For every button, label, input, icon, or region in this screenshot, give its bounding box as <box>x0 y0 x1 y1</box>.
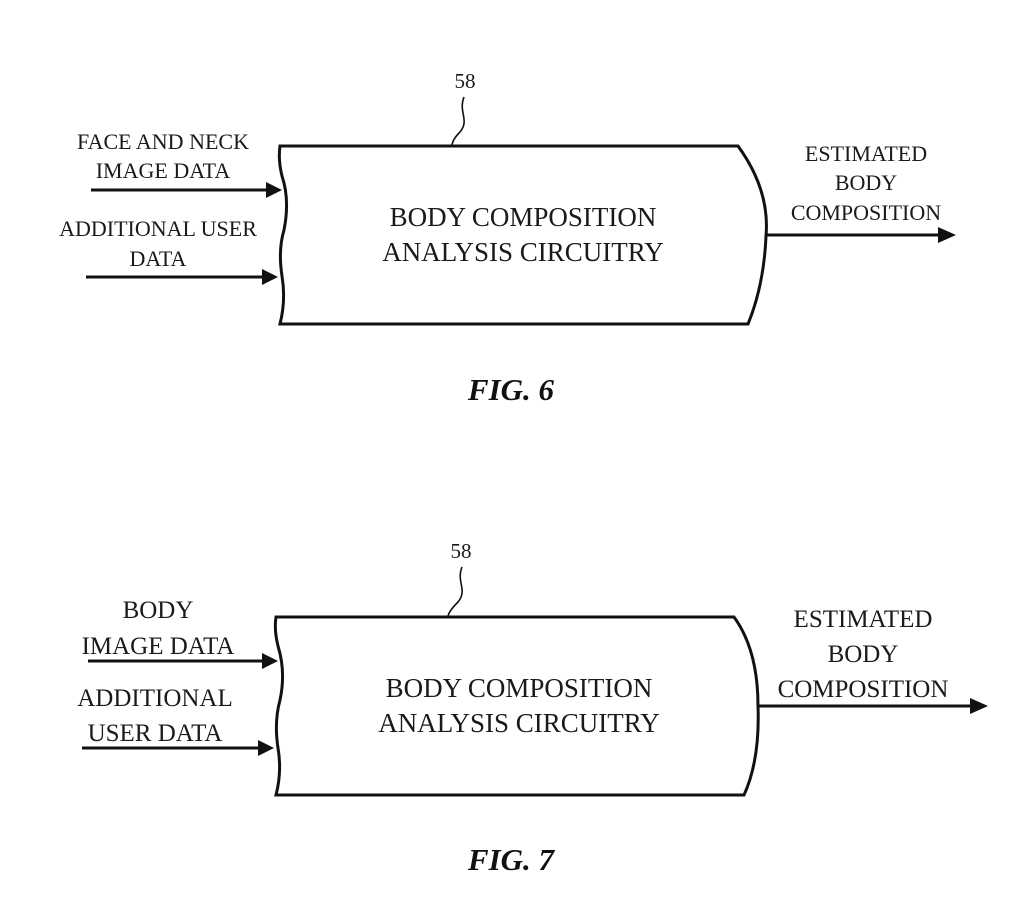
output-label-line-3: COMPOSITION <box>791 200 941 225</box>
output-label-line-1: ESTIMATED <box>794 606 933 633</box>
body-composition-analysis-block <box>273 615 760 797</box>
figure-7: 58 BODY COMPOSITION ANALYSIS CIRCUITRY B… <box>77 539 988 877</box>
input-label-body-image-line-2: IMAGE DATA <box>82 633 235 660</box>
input-label-face-neck-line-2: IMAGE DATA <box>96 158 231 183</box>
arrowhead-icon <box>266 182 282 198</box>
reference-leader-line <box>451 96 465 147</box>
reference-numeral-58: 58 <box>455 69 476 93</box>
arrowhead-icon <box>938 227 956 243</box>
block-label-line-2: ANALYSIS CIRCUITRY <box>378 708 660 738</box>
input-label-additional-user-line-2: DATA <box>130 246 187 271</box>
figure-6: 58 BODY COMPOSITION ANALYSIS CIRCUITRY F… <box>59 69 956 407</box>
arrowhead-icon <box>970 698 988 714</box>
output-label-line-1: ESTIMATED <box>805 141 927 166</box>
arrowhead-icon <box>258 740 274 756</box>
arrowhead-icon <box>262 653 278 669</box>
figure-caption: FIG. 7 <box>467 842 556 877</box>
figure-caption: FIG. 6 <box>467 372 555 407</box>
reference-numeral-58: 58 <box>451 539 472 563</box>
body-composition-analysis-block <box>277 144 768 326</box>
input-label-additional-user-line-1: ADDITIONAL <box>77 685 233 712</box>
input-label-additional-user-line-2: USER DATA <box>88 720 223 747</box>
block-label-line-1: BODY COMPOSITION <box>390 202 657 232</box>
input-label-face-neck-line-1: FACE AND NECK <box>77 129 249 154</box>
output-label-line-2: BODY <box>828 641 899 668</box>
block-label-line-2: ANALYSIS CIRCUITRY <box>382 237 664 267</box>
input-label-body-image-line-1: BODY <box>123 597 194 624</box>
input-label-additional-user-line-1: ADDITIONAL USER <box>59 216 257 241</box>
reference-leader-line <box>447 566 463 618</box>
arrowhead-icon <box>262 269 278 285</box>
block-label-line-1: BODY COMPOSITION <box>386 673 653 703</box>
output-label-line-3: COMPOSITION <box>778 676 949 703</box>
output-label-line-2: BODY <box>835 170 897 195</box>
